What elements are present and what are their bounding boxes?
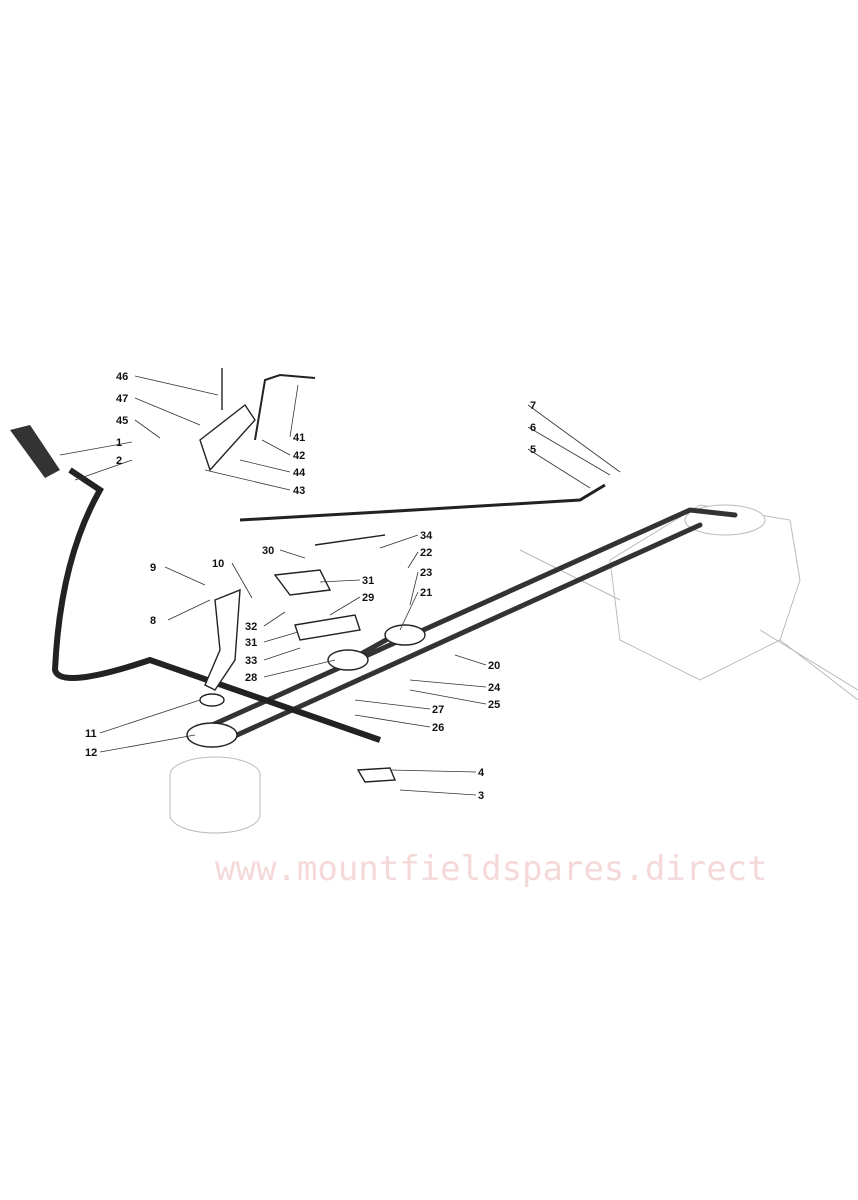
label-24: 24 [488, 682, 501, 694]
label-5: 5 [530, 444, 536, 456]
label-29: 29 [362, 592, 374, 604]
label-6: 6 [530, 422, 536, 434]
label-11: 11 [85, 728, 97, 740]
clutch-ghost [169, 756, 261, 834]
label-9: 9 [150, 562, 156, 574]
label-21: 21 [420, 587, 432, 599]
pedal-pad [10, 425, 60, 478]
label-1: 1 [116, 437, 122, 449]
label-7: 7 [530, 400, 536, 412]
arm-10 [204, 588, 241, 691]
clip-4 [356, 767, 397, 783]
label-3: 3 [478, 790, 484, 802]
spacer-11 [199, 693, 225, 707]
label-43: 43 [293, 485, 305, 497]
label-45: 45 [116, 415, 128, 427]
label-41: 41 [293, 432, 305, 444]
label-30: 30 [262, 545, 274, 557]
label-42: 42 [293, 450, 305, 462]
label-47: 47 [116, 393, 128, 405]
bracket-43 [199, 403, 256, 472]
label-32: 32 [245, 621, 257, 633]
label-20: 20 [488, 660, 500, 672]
label-10: 10 [212, 558, 224, 570]
label-8: 8 [150, 615, 156, 627]
label-26: 26 [432, 722, 444, 734]
label-46: 46 [116, 371, 128, 383]
label-25: 25 [488, 699, 500, 711]
transmission-ghost [519, 504, 858, 701]
pedal-lever [51, 467, 381, 743]
label-2: 2 [116, 455, 122, 467]
leader-lines [59, 375, 621, 796]
control-rod [239, 483, 606, 522]
label-31: 31 [362, 575, 374, 587]
label-23: 23 [420, 567, 432, 579]
label-4: 4 [478, 767, 485, 779]
label-44: 44 [293, 467, 306, 479]
pulley-28 [327, 649, 369, 671]
part-labels: 46 47 45 1 2 41 42 44 43 7 6 5 34 30 22 … [85, 371, 536, 802]
pulley-12 [186, 722, 238, 748]
watermark: www.mountfieldspares.direct [215, 849, 768, 889]
label-31: 31 [245, 637, 257, 649]
label-12: 12 [85, 747, 97, 759]
label-27: 27 [432, 704, 444, 716]
label-28: 28 [245, 672, 257, 684]
pulley-21 [384, 624, 426, 646]
label-34: 34 [420, 530, 433, 542]
label-22: 22 [420, 547, 432, 559]
bracket-29 [273, 569, 361, 641]
spring-34 [314, 534, 386, 546]
lever-41 [254, 373, 316, 441]
label-33: 33 [245, 655, 257, 667]
